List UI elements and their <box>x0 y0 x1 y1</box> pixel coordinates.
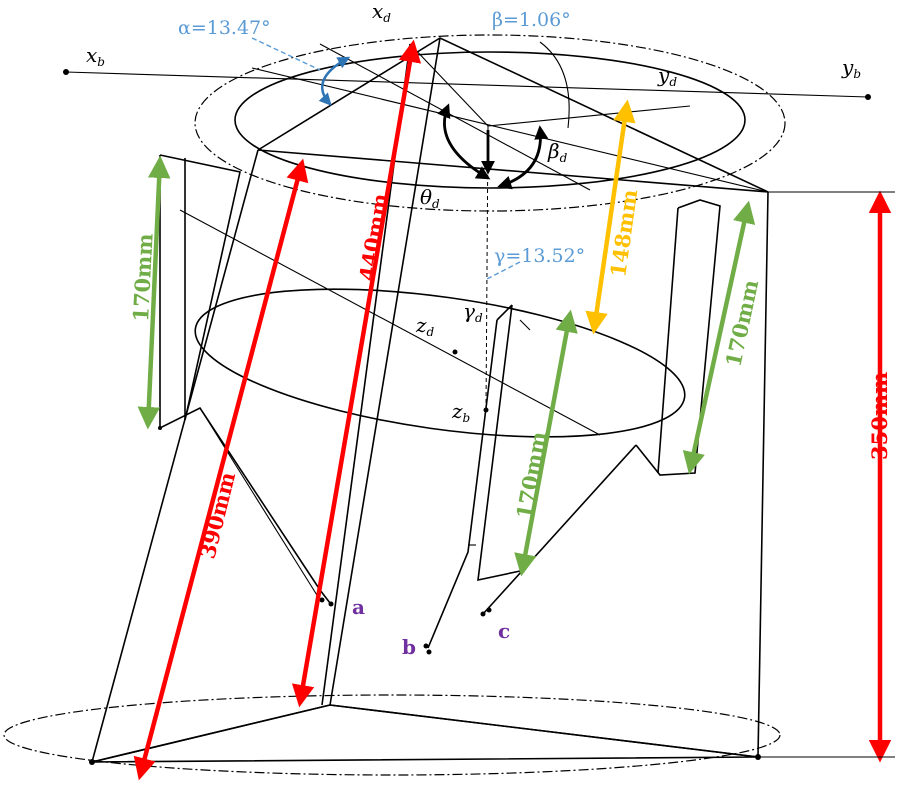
top-outer-ellipse <box>194 34 786 212</box>
point-a-label: a <box>352 595 365 619</box>
yb-label: yb <box>841 55 861 81</box>
point-b-label: b <box>402 635 416 659</box>
mid-diagonal <box>179 209 601 436</box>
theta-d-label: θd <box>420 185 440 211</box>
theta-arrow <box>437 103 491 180</box>
bottom-base <box>3 694 781 776</box>
dim-170-center-label: 170mm <box>511 430 551 521</box>
body-axes <box>63 43 871 413</box>
green-dimensions <box>137 155 756 577</box>
top-inner-ellipse <box>234 51 746 189</box>
zd-point <box>452 349 458 355</box>
gamma-d-label: γd <box>463 299 483 325</box>
dim-170-left-label: 170mm <box>128 233 158 322</box>
red-dimensions <box>133 39 895 781</box>
leg-center <box>423 304 531 655</box>
yb-axis-end <box>865 94 871 100</box>
dim-170-right-arrow <box>682 200 756 475</box>
beta-value-label: β=1.06° <box>492 9 571 31</box>
bottom-triangle <box>91 704 759 763</box>
top-triangle <box>257 37 769 193</box>
xb-label: xb <box>86 43 105 69</box>
alpha-ref-line <box>251 37 321 71</box>
yd-axis-line <box>487 105 691 127</box>
dim-170-left-arrow <box>137 155 171 430</box>
xd-label: xd <box>372 0 391 25</box>
beta-d-arrow <box>497 125 549 190</box>
dim-350-label: 350mm <box>867 372 892 460</box>
beta-arc <box>539 41 570 129</box>
point-c-label: c <box>498 619 510 643</box>
zd-axis-line <box>485 125 489 411</box>
dim-148-arrow <box>585 99 636 335</box>
dim-170-center-arrow <box>514 309 578 577</box>
xb-yb-axis-line <box>65 71 869 98</box>
bottom-ellipse <box>3 694 781 776</box>
mid-ellipse <box>194 288 686 438</box>
top-platform <box>194 34 786 212</box>
zb-label: zb <box>451 399 470 425</box>
alpha-value-label: α=13.47° <box>178 17 271 39</box>
gamma-ref-line <box>484 261 521 281</box>
xb-axis-end <box>63 69 69 75</box>
yd-label: yd <box>657 63 677 89</box>
dim-440-arrow <box>291 39 422 708</box>
dim-390-arrow <box>133 158 309 781</box>
beta-d-label: βd <box>547 139 568 165</box>
top-centerline <box>319 43 591 191</box>
zd-label: zd <box>415 313 435 339</box>
dim-440-label: 440mm <box>354 192 393 283</box>
gamma-value-label: γ=13.52° <box>494 245 585 267</box>
dim-390-label: 390mm <box>195 470 241 562</box>
